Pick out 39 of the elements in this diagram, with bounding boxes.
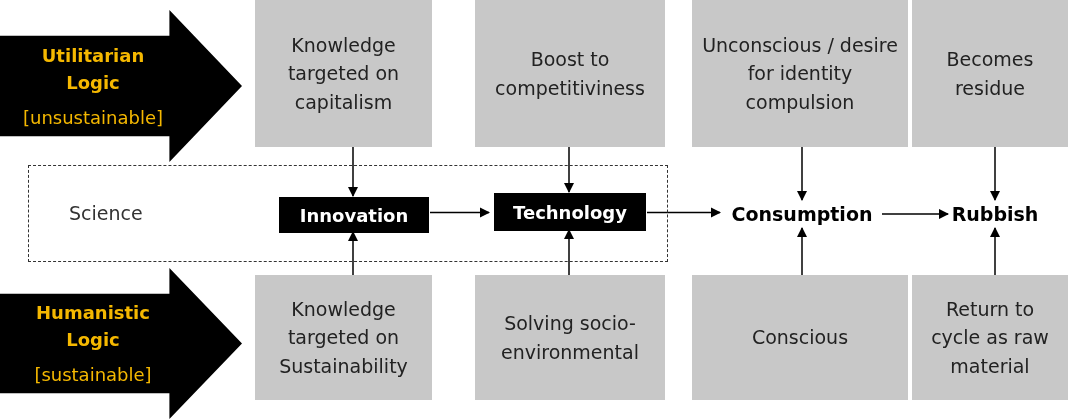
arrow [347, 146, 359, 198]
logic-arrow [0, 10, 242, 162]
arrow [429, 207, 491, 218]
arrow [796, 146, 808, 202]
process-box [692, 0, 908, 147]
node-text: Becomes residue [945, 47, 1035, 101]
node-text: Solving socio-environmental [500, 311, 640, 365]
node-text: Knowledge targeted on capitalism [286, 32, 401, 115]
node-text: Rubbish [951, 201, 1039, 227]
arrow [989, 146, 1001, 202]
arrow-subtitle: [sustainable] [33, 363, 153, 387]
process-box [692, 275, 908, 400]
arrow [646, 207, 722, 218]
node-text: Science [69, 201, 143, 227]
process-box [475, 0, 665, 147]
process-box [475, 275, 665, 400]
arrow-subtitle: [unsustainable] [21, 105, 165, 130]
process-box [912, 0, 1068, 147]
process-box [255, 0, 432, 147]
node-text: Boost to competitiviness [494, 47, 646, 101]
process-box [494, 193, 646, 231]
node-text: Consumption [731, 201, 873, 227]
process-box [912, 275, 1068, 400]
node-text: Knowledge targeted on Sustainability [278, 296, 409, 379]
logic-arrow [0, 268, 242, 419]
arrow [881, 208, 950, 220]
node-text: Unconscious / desire for identity compulsion [701, 32, 899, 115]
arrow [989, 226, 1001, 276]
node-text: Technology [513, 200, 627, 225]
node-text: Conscious [751, 325, 849, 351]
arrow-title: Humanistic Logic [35, 301, 151, 352]
node-text: Innovation [299, 203, 409, 228]
arrow-title: Utilitarian Logic [40, 43, 146, 95]
node-text: Return to cycle as raw material [930, 296, 1050, 379]
process-box [255, 275, 432, 400]
dashed-group-box [28, 165, 668, 262]
process-box [279, 197, 429, 233]
arrow [796, 226, 808, 276]
arrow [563, 146, 575, 194]
